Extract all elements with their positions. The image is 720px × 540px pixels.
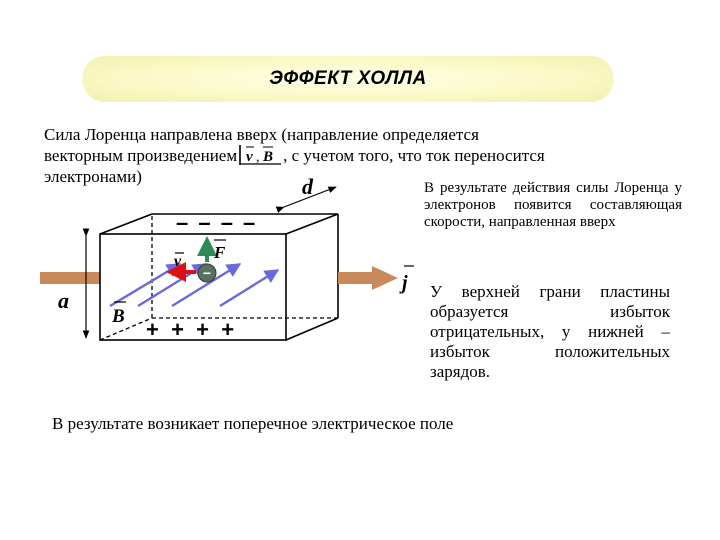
label-v: v — [174, 253, 182, 270]
intro-line-1-text: Сила Лоренца направлена вверх (направлен… — [44, 125, 479, 144]
label-F: F — [213, 243, 226, 262]
electron — [197, 263, 217, 283]
conclusion-text: В результате возникает поперечное электр… — [52, 414, 454, 433]
current-arrow-body — [338, 272, 372, 284]
top-negative-charges: – – – – — [176, 210, 257, 235]
bottom-positive-charges: + + + + — [146, 317, 234, 342]
field-arrow-1 — [109, 262, 182, 308]
current-arrow-tail — [40, 272, 100, 284]
intro-paragraph: Сила Лоренца направлена вверх (направлен… — [44, 124, 684, 187]
electron-sign: − — [203, 265, 211, 281]
intro-line-2-pre: векторным произведением — [44, 146, 238, 165]
intro-line-2-post: , с учетом того, что ток переносится — [283, 146, 545, 165]
dimension-d-arrow — [275, 186, 337, 213]
title-banner: ЭФФЕКТ ХОЛЛА — [82, 56, 614, 102]
field-arrow-3 — [171, 262, 242, 308]
current-arrowhead — [372, 266, 398, 290]
field-arrow-4 — [219, 268, 280, 308]
label-B: B — [111, 306, 125, 327]
charges-note: У верхней грани пластины образуется избы… — [430, 282, 670, 381]
label-j: j — [399, 272, 408, 294]
formula-B: B — [262, 149, 273, 165]
cross-product-formula: v , B — [239, 145, 282, 165]
label-d: d — [302, 174, 314, 199]
page-title: ЭФФЕКТ ХОЛЛА — [269, 68, 427, 89]
intro-line-2: векторным произведением v , B , с учетом… — [44, 145, 684, 166]
intro-line-3: электронами) — [44, 166, 684, 187]
label-a: a — [58, 288, 69, 313]
box-hidden-edges — [99, 214, 338, 341]
box-edges — [99, 213, 339, 341]
formula-v: v — [246, 149, 253, 165]
intro-line-1: Сила Лоренца направлена вверх (направлен… — [44, 124, 684, 145]
intro-line-3-text: электронами) — [44, 167, 142, 186]
formula-comma: , — [256, 150, 260, 165]
force-note: В результате действия силы Лоренца у эле… — [424, 180, 682, 230]
